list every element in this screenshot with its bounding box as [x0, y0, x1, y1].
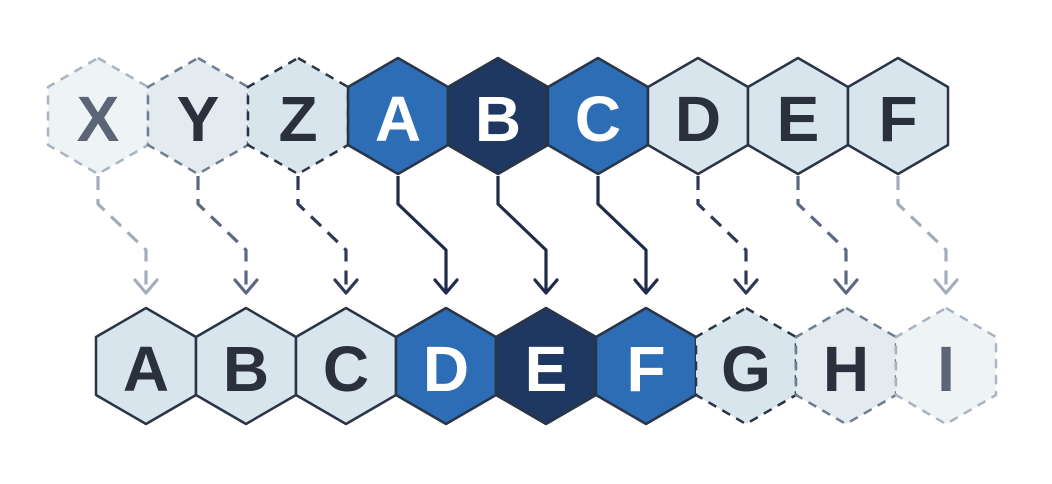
shift-arrow-y-to-b: [196, 176, 259, 295]
arrow-head-icon: [333, 278, 359, 295]
hex-letter: X: [77, 83, 120, 155]
hexagon-shape: [794, 306, 898, 426]
arrow-head-icon: [633, 278, 659, 295]
shift-arrow-d-to-g: [696, 176, 759, 295]
top-hex-b: B: [446, 56, 550, 176]
hex-letter: Y: [177, 83, 220, 155]
arrow-line: [796, 176, 848, 292]
top-hex-c: C: [546, 56, 650, 176]
hex-letter: F: [626, 333, 665, 405]
arrow-line: [96, 176, 148, 292]
top-hex-y: Y: [146, 56, 250, 176]
hex-letter: F: [878, 83, 917, 155]
hex-letter: E: [525, 333, 568, 405]
shift-arrow-a-to-d: [396, 176, 459, 295]
arrow-line: [196, 176, 248, 292]
bottom-hex-a: A: [94, 306, 198, 426]
hexagon-shape: [46, 56, 150, 176]
hexagon-shape: [694, 306, 798, 426]
bottom-hex-f: F: [594, 306, 698, 426]
shift-arrow-f-to-i: [896, 176, 959, 295]
hex-letter: Z: [278, 83, 317, 155]
top-hex-d: D: [646, 56, 750, 176]
arrows-layer: [96, 176, 959, 295]
hex-letter: E: [777, 83, 820, 155]
arrow-head-icon: [533, 278, 559, 295]
arrow-head-icon: [133, 278, 159, 295]
hex-letter: D: [675, 83, 721, 155]
bottom-hex-c: C: [294, 306, 398, 426]
arrow-head-icon: [833, 278, 859, 295]
bottom-hex-d: D: [394, 306, 498, 426]
arrow-line: [896, 176, 948, 292]
arrow-line: [596, 176, 648, 292]
arrow-head-icon: [933, 278, 959, 295]
arrow-line: [396, 176, 448, 292]
shift-arrow-c-to-f: [596, 176, 659, 295]
top-hex-z: Z: [246, 56, 350, 176]
hexagon-shape: [846, 56, 950, 176]
top-hex-f: F: [846, 56, 950, 176]
bottom-hex-e: E: [494, 306, 598, 426]
shift-arrow-x-to-a: [96, 176, 159, 295]
hex-letter: B: [223, 333, 269, 405]
arrow-line: [296, 176, 348, 292]
hex-letter: C: [323, 333, 369, 405]
arrow-line: [696, 176, 748, 292]
bottom-hex-b: B: [194, 306, 298, 426]
arrow-line: [496, 176, 548, 292]
hex-letter: G: [721, 333, 771, 405]
top-hex-x: X: [46, 56, 150, 176]
shift-arrow-z-to-c: [296, 176, 359, 295]
hex-letter: A: [123, 333, 169, 405]
arrow-head-icon: [733, 278, 759, 295]
hex-letter: B: [475, 83, 521, 155]
hex-letter: C: [575, 83, 621, 155]
bottom-hex-i: I: [894, 306, 998, 426]
top-hex-a: A: [346, 56, 450, 176]
arrow-head-icon: [233, 278, 259, 295]
hexagon-shape: [146, 56, 250, 176]
bottom-hex-g: G: [694, 306, 798, 426]
hexagon-shape: [246, 56, 350, 176]
top-hex-e: E: [746, 56, 850, 176]
arrow-head-icon: [433, 278, 459, 295]
hex-letter: A: [375, 83, 421, 155]
hexagon-shape: [894, 306, 998, 426]
shift-arrow-e-to-h: [796, 176, 859, 295]
hex-letter: I: [937, 333, 955, 405]
hex-letter: D: [423, 333, 469, 405]
bottom-hex-h: H: [794, 306, 898, 426]
shift-arrow-b-to-e: [496, 176, 559, 295]
hex-letter: H: [823, 333, 869, 405]
